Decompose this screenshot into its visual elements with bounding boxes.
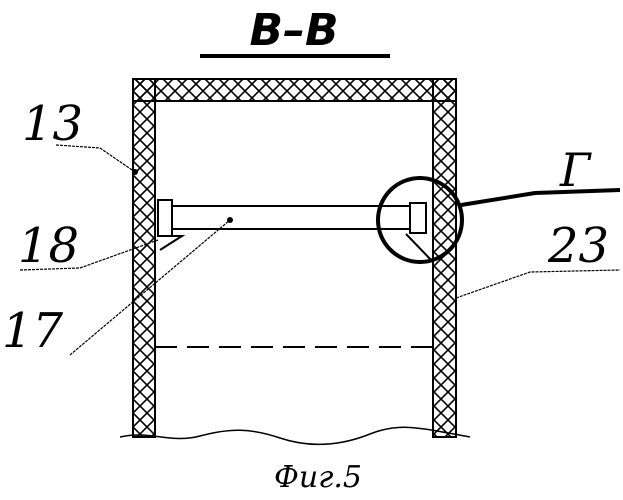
leader-G [461, 190, 620, 205]
left-bracket [158, 200, 172, 236]
leader-13-dot [132, 169, 138, 175]
right-clamp [410, 203, 426, 233]
leader-23 [456, 270, 620, 298]
label-23: 23 [547, 218, 609, 274]
left-support [160, 236, 182, 250]
right-support [406, 234, 433, 262]
section-title: В–В [249, 5, 338, 56]
break-line [120, 427, 470, 444]
label-G: Г [559, 143, 592, 197]
label-17: 17 [2, 303, 64, 359]
label-13: 13 [22, 96, 83, 152]
label-18: 18 [18, 218, 79, 274]
left-wall [133, 79, 155, 437]
top-wall [133, 79, 456, 101]
leader-17-dot [227, 217, 233, 223]
figure-caption: Фиг.5 [274, 460, 362, 495]
